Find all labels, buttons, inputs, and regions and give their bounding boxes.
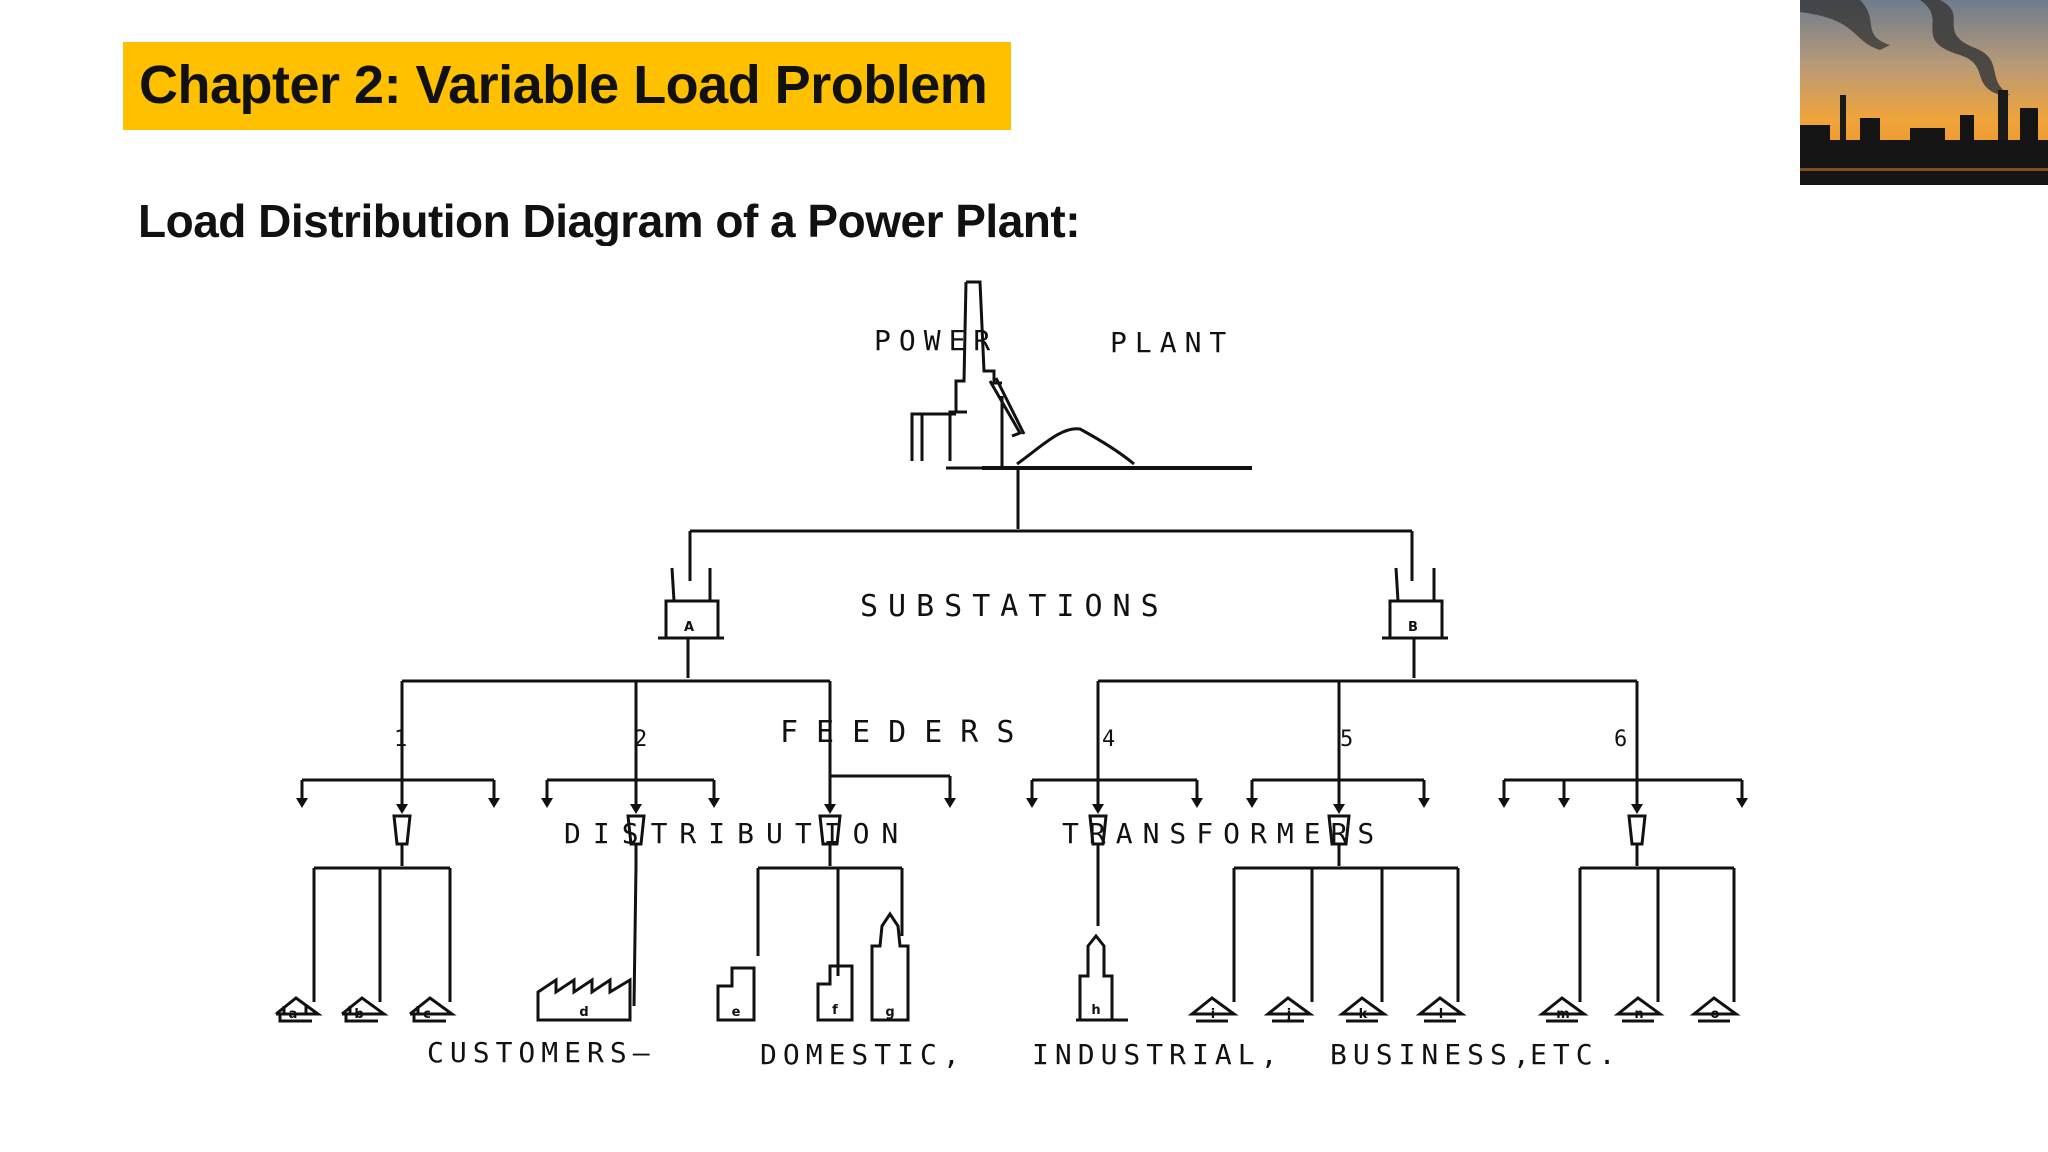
load-distribution-diagram: POWER PLANT SUBSTATIONS A B FEEDERS 1 2 …: [262, 246, 1762, 1152]
customer-b-label: b: [354, 1007, 363, 1022]
customer-h-label: h: [1091, 1003, 1100, 1018]
power-label: POWER: [874, 324, 998, 357]
slide-subtitle: Load Distribution Diagram of a Power Pla…: [138, 195, 1081, 247]
feeder-2-label: 2: [634, 727, 647, 752]
feeder-4-label: 4: [1102, 727, 1115, 752]
business-caption: BUSINESS,: [1330, 1038, 1536, 1071]
customer-j-label: j: [1286, 1007, 1291, 1022]
feeder-1-label: 1: [394, 727, 407, 752]
substations-label: SUBSTATIONS: [860, 589, 1169, 624]
customer-f-label: f: [832, 1003, 838, 1018]
substation-a-icon: [658, 567, 724, 640]
distribution-label: DISTRIBUTION: [564, 817, 910, 850]
feeder-5-label: 5: [1340, 727, 1353, 752]
customer-l-label: l: [1439, 1007, 1443, 1022]
customers-caption: CUSTOMERS—: [427, 1036, 656, 1069]
feeders-label: FEEDERS: [780, 715, 1032, 750]
customer-m-label: m: [1556, 1007, 1570, 1022]
customer-o-label: o: [1711, 1007, 1720, 1022]
transformers-label: TRANSFORMERS: [1062, 817, 1384, 850]
customer-i-label: i: [1211, 1007, 1215, 1022]
customer-n-label: n: [1634, 1007, 1643, 1022]
slide-title: Chapter 2: Variable Load Problem: [139, 55, 988, 115]
etc-caption: ETC.: [1530, 1038, 1621, 1071]
customer-g-label: g: [885, 1005, 894, 1020]
customer-letters: a b c d e f g h i j k l m n o: [289, 1003, 1720, 1022]
substation-a-label: A: [684, 620, 694, 635]
customer-d-label: d: [579, 1005, 588, 1020]
power-plant-icon: [910, 280, 1252, 470]
customer-e-label: e: [732, 1005, 741, 1020]
domestic-caption: DOMESTIC,: [760, 1038, 966, 1071]
slide-title-banner: Chapter 2: Variable Load Problem: [123, 42, 1011, 130]
customer-c-label: c: [423, 1007, 431, 1022]
customer-k-label: k: [1359, 1007, 1368, 1022]
industrial-smokestack-sunset-photo: [1800, 0, 2048, 185]
customer-a-label: a: [289, 1007, 298, 1022]
feeder-6-label: 6: [1614, 727, 1627, 752]
industrial-caption: INDUSTRIAL,: [1032, 1038, 1283, 1071]
plant-label: PLANT: [1110, 326, 1234, 359]
substation-b-label: B: [1408, 620, 1418, 635]
